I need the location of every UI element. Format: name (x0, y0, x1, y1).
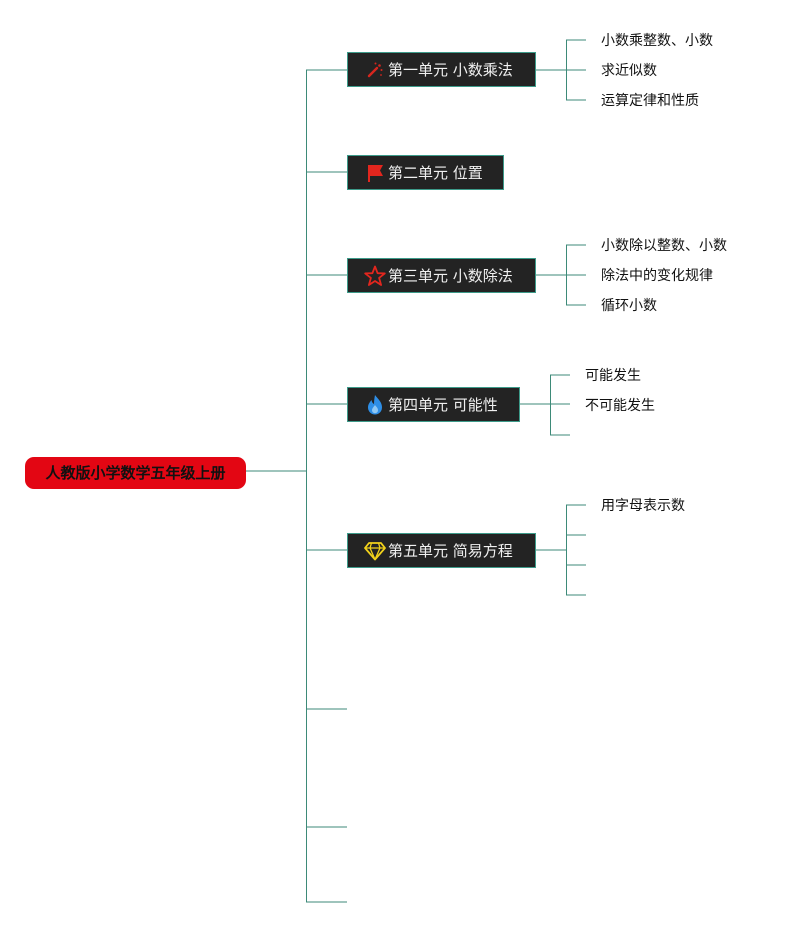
diamond-icon (364, 540, 386, 562)
unit-3-topic-1[interactable]: 小数除以整数、小数 (601, 238, 727, 254)
magic-wand-icon (364, 59, 386, 81)
unit-3-label: 第三单元 小数除法 (388, 267, 513, 285)
unit-5-label: 第五单元 简易方程 (388, 542, 513, 560)
unit-1-topic-3[interactable]: 运算定律和性质 (601, 93, 699, 109)
unit-5-topic-1[interactable]: 用字母表示数 (601, 498, 685, 514)
star-icon (364, 265, 386, 287)
unit-node-2[interactable]: 第二单元 位置 (347, 155, 504, 190)
unit-4-label: 第四单元 可能性 (388, 396, 498, 414)
unit-node-3[interactable]: 第三单元 小数除法 (347, 258, 536, 293)
unit-node-5[interactable]: 第五单元 简易方程 (347, 533, 536, 568)
unit-2-label: 第二单元 位置 (388, 164, 483, 182)
unit-4-topic-1[interactable]: 可能发生 (585, 368, 641, 384)
flag-icon (364, 162, 386, 184)
root-title: 人教版小学数学五年级上册 (45, 464, 226, 482)
flame-icon (364, 394, 386, 416)
unit-3-topic-2[interactable]: 除法中的变化规律 (601, 268, 713, 284)
unit-1-label: 第一单元 小数乘法 (388, 61, 513, 79)
unit-1-topic-1[interactable]: 小数乘整数、小数 (601, 33, 713, 49)
unit-node-4[interactable]: 第四单元 可能性 (347, 387, 520, 422)
unit-4-topic-2[interactable]: 不可能发生 (585, 398, 655, 414)
root-node[interactable]: 人教版小学数学五年级上册 (25, 457, 246, 489)
unit-3-topic-3[interactable]: 循环小数 (601, 298, 657, 314)
unit-node-1[interactable]: 第一单元 小数乘法 (347, 52, 536, 87)
unit-1-topic-2[interactable]: 求近似数 (601, 63, 657, 79)
